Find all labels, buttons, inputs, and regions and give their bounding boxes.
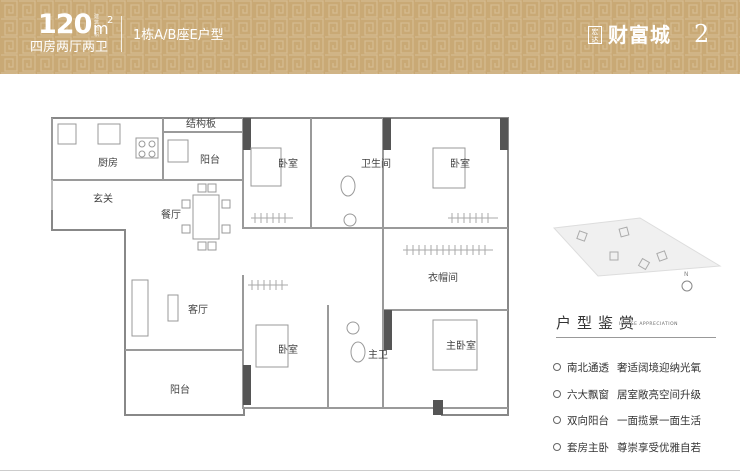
label-kitchen: 厨房 xyxy=(98,156,118,169)
label-bedroom-top-left: 卧室 xyxy=(278,157,298,170)
label-bathroom: 卫生间 xyxy=(361,157,391,170)
label-structure-board: 结构板 xyxy=(186,117,216,130)
area-unit: m xyxy=(93,19,109,38)
logo-phase: 2 xyxy=(694,20,710,48)
label-wardrobe: 衣帽间 xyxy=(428,271,458,284)
bottom-divider xyxy=(0,470,740,471)
label-bedroom-top-right: 卧室 xyxy=(450,157,470,170)
bullet-icon xyxy=(553,443,561,451)
section-subtitle: HOUSE APPRECIATION xyxy=(619,322,679,327)
section-title: 户型鉴赏 xyxy=(556,314,641,332)
label-master-bedroom: 主卧室 xyxy=(446,339,476,352)
label-living: 客厅 xyxy=(188,303,208,316)
label-balcony-bottom: 阳台 xyxy=(170,383,190,396)
label-balcony-top: 阳台 xyxy=(200,153,220,166)
feature-item: 六大飘窗居室敞亮空间升级 xyxy=(553,387,701,403)
building-description: 1栋A/B座E户型 xyxy=(133,28,224,43)
label-entrance: 玄关 xyxy=(93,192,113,205)
area-superscript: 2 xyxy=(107,15,114,26)
bullet-icon xyxy=(553,416,561,424)
layout-description: 四房两厅两卫 xyxy=(30,40,109,55)
area-tiny-label: 建筑面积 xyxy=(94,14,100,38)
feature-item: 南北通透奢适阔境迎纳光氧 xyxy=(553,360,701,376)
feature-item: 双向阳台一面揽景一面生活 xyxy=(553,413,701,429)
bullet-icon xyxy=(553,363,561,371)
header-banner: 120 建筑面积 m 2 四房两厅两卫 1栋A/B座E户型 宏达 财富城 2 xyxy=(0,0,740,74)
site-plan-map: N xyxy=(552,217,722,292)
bullet-icon xyxy=(553,390,561,398)
label-master-bath: 主卫 xyxy=(368,349,388,361)
header-divider xyxy=(121,16,122,52)
floor-plan: 厨房 结构板 阳台 玄关 餐厅 客厅 阳台 卧室 卫生间 卧室 衣帽间 卧室 主… xyxy=(51,117,509,416)
area-number: 120 xyxy=(38,9,92,40)
compass-icon xyxy=(681,280,693,292)
compass-label: N xyxy=(684,271,689,278)
feature-item: 套房主卧尊崇享受优雅自若 xyxy=(553,440,701,456)
pattern-background xyxy=(0,0,740,74)
logo-name: 财富城 xyxy=(608,23,671,47)
label-dining: 餐厅 xyxy=(161,208,181,221)
label-bedroom-bottom-left: 卧室 xyxy=(278,343,298,356)
section-divider xyxy=(556,337,716,338)
logo-badge: 宏达 xyxy=(588,26,602,44)
